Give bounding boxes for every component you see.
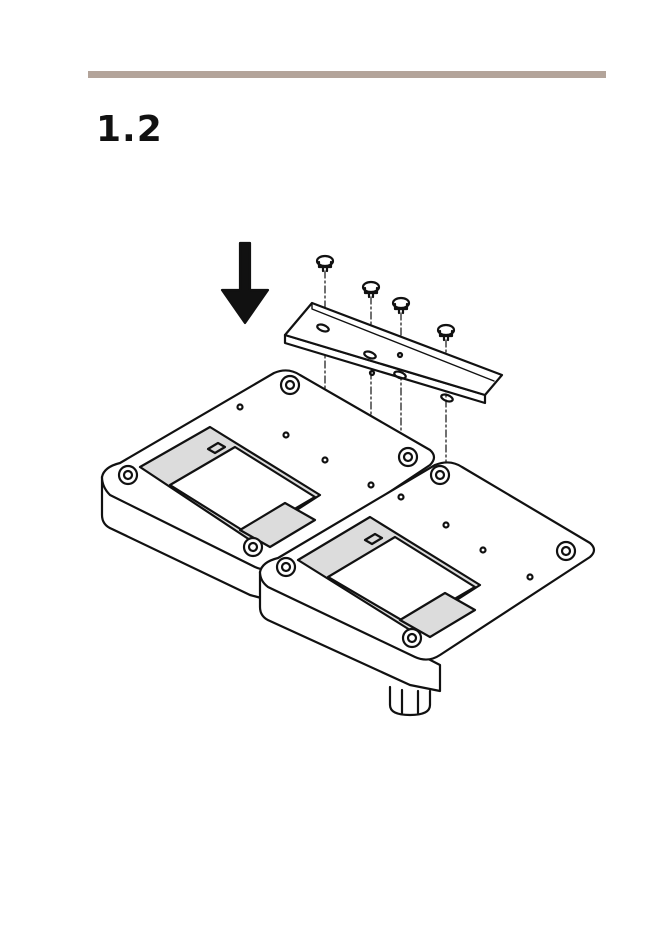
down-arrow-icon bbox=[222, 243, 268, 323]
connector-post bbox=[390, 687, 430, 715]
screw-icon bbox=[363, 282, 379, 297]
screw-icon bbox=[317, 256, 333, 271]
bracket-assembly-illustration bbox=[90, 235, 610, 725]
screw-icon bbox=[438, 325, 454, 340]
header-rule bbox=[88, 71, 606, 78]
step-number: 1.2 bbox=[96, 112, 163, 148]
screw-icon bbox=[393, 298, 409, 313]
